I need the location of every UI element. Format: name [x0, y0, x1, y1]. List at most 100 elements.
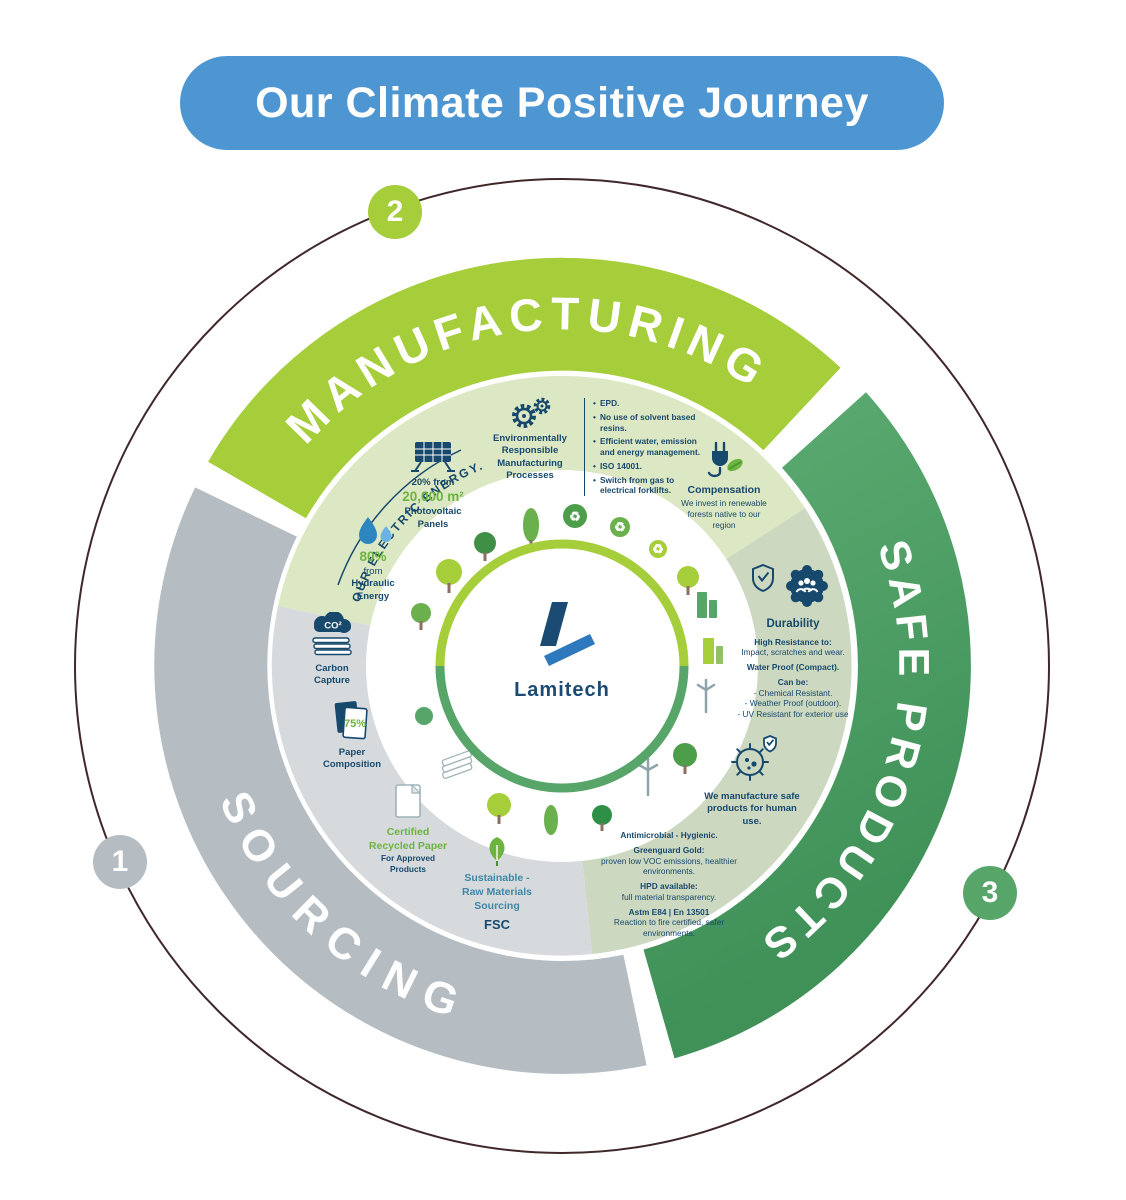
durability-line: Can be:	[777, 676, 809, 687]
manufacturing-arc	[208, 257, 841, 519]
paper-label-2: Composition	[322, 759, 382, 771]
durability-line: - Chemical Resistant.	[753, 687, 833, 698]
recycled-title-1: Certified	[386, 826, 430, 838]
cert-head: Astm E84 | En 13501	[628, 906, 710, 917]
recycled-sub-1: For Approved	[380, 853, 436, 864]
title-banner: Our Climate Positive Journey	[180, 56, 944, 150]
logo-plate	[450, 554, 674, 778]
hydro-caption-1: Hydraulic	[351, 578, 395, 590]
paper-75-icon: 75%	[334, 701, 368, 740]
lamitech-logo-mark	[540, 602, 595, 666]
solar-prefix: 20% from	[411, 477, 455, 488]
cert-body: full material transparency.	[621, 891, 717, 902]
compensation-body: We invest in renewable forests native to…	[681, 498, 767, 530]
compensation-block: Compensation We invest in renewable fore…	[669, 438, 779, 531]
durability-line: Water Proof (Compact).	[746, 662, 840, 673]
leaf-icon	[489, 837, 505, 866]
cert-head: HPD available:	[640, 881, 698, 892]
fsc-line-2: Raw Materials	[461, 886, 533, 899]
recycled-paper-block: Certified Recycled Paper For Approved Pr…	[346, 782, 470, 875]
wind-turbine-icon	[696, 678, 716, 714]
paper-label-1: Paper	[338, 747, 366, 758]
fsc-cert: FSC	[484, 916, 510, 932]
cert-head: Antimicrobial - Hygienic.	[620, 830, 718, 840]
fsc-sourcing-block: Sustainable - Raw Materials Sourcing FSC	[437, 834, 557, 932]
paper-pct: 75%	[344, 718, 366, 730]
buildings	[697, 592, 717, 618]
badge-sourcing: 1	[93, 835, 147, 889]
bullet-item: Switch from gas to electrical forklifts.	[593, 475, 702, 497]
recycled-page-icon	[395, 783, 422, 818]
manufacturing-processes-block: Environmentally Responsible Manufacturin…	[474, 396, 586, 482]
cert-item: HPD available: full material transparenc…	[594, 881, 744, 903]
manufacturing-bullets-block: EPD. No use of solvent based resins. Eff…	[584, 398, 702, 499]
bullet-item: Efficient water, emission and energy man…	[593, 436, 702, 458]
outer-guide-circle	[74, 178, 1050, 1154]
wind-turbine-icon	[637, 757, 659, 797]
cert-item: Greenguard Gold: proven low VOC emission…	[594, 845, 744, 877]
brand-name: Lamitech	[514, 679, 610, 701]
bullet-item: No use of solvent based resins.	[593, 412, 702, 434]
solar-value: 20,000 m²	[402, 489, 464, 505]
durability-line: Impact, scratches and wear.	[741, 647, 845, 658]
solar-panel-icon	[411, 442, 455, 472]
capture-layers-icon	[312, 637, 352, 656]
page-title: Our Climate Positive Journey	[255, 78, 869, 127]
water-drops-icon	[359, 517, 392, 544]
recycle-icon: ♻	[614, 520, 626, 535]
solar-caption-1: Photovoltaic	[404, 506, 462, 518]
sourcing-arc	[154, 487, 647, 1074]
badge-sourcing-number: 1	[111, 845, 129, 878]
cert-body: Reaction to fire certified, safer enviro…	[613, 917, 725, 939]
processes-line-4: Processes	[506, 470, 554, 482]
paper-composition-block: 75% Paper Composition	[300, 698, 404, 772]
durability-line: High Resistance to:	[754, 636, 832, 647]
cert-item: Astm E84 | En 13501 Reaction to fire cer…	[594, 907, 744, 939]
core-ring-top	[435, 539, 689, 667]
solar-energy-block: 20% from 20,000 m² Photovoltaic Panels	[373, 440, 493, 531]
compensation-title: Compensation	[687, 484, 761, 496]
fsc-line-1: Sustainable -	[464, 872, 530, 884]
badge-manufacturing: 2	[368, 185, 422, 239]
durability-line: - UV Resistant for exterior use	[737, 709, 849, 720]
core-ring-bottom	[435, 665, 689, 793]
certifications-block: Antimicrobial - Hygienic. Greenguard Gol…	[594, 830, 744, 943]
carbon-capture-block: CO² Carbon Capture	[282, 612, 382, 688]
co2-tag: CO²	[324, 621, 341, 632]
manufacturing-bullet-list: EPD. No use of solvent based resins. Eff…	[584, 398, 702, 497]
safe-products-human-block: We manufacture safe products for human u…	[687, 732, 817, 828]
cert-head: Greenguard Gold:	[633, 844, 705, 855]
safe-products-arc	[642, 392, 971, 1059]
hydro-caption-2: Energy	[356, 590, 390, 602]
recycle-icon: ♻	[569, 509, 581, 524]
durability-block: Durability High Resistance to: Impact, s…	[713, 556, 873, 720]
durability-line: - Weather Proof (outdoor).	[744, 698, 842, 709]
durability-badge-icon	[786, 565, 828, 607]
badge-safe-products-number: 3	[981, 876, 999, 909]
hydro-prefix: from	[363, 565, 383, 577]
eco-ring-illustration: ♻ ♻ ♻	[411, 504, 723, 835]
co2-cloud-icon: CO²	[312, 612, 352, 656]
germ-shield-icon	[731, 735, 777, 781]
plug-leaf-icon	[707, 441, 743, 478]
solar-caption-2: Panels	[417, 518, 449, 530]
fsc-line-3: Sourcing	[474, 900, 520, 913]
recycle-icon: ♻	[652, 542, 664, 557]
bullet-item: EPD.	[593, 398, 702, 409]
recycled-title-2: Recycled Paper	[368, 840, 448, 853]
gears-icon	[512, 397, 551, 428]
recycled-sub-2: Products	[390, 864, 426, 875]
badge-safe-products: 3	[963, 866, 1017, 920]
bullet-item: ISO 14001.	[593, 461, 702, 472]
human-safe-text: We manufacture safe products for human u…	[704, 791, 800, 827]
cert-item: Antimicrobial - Hygienic.	[594, 830, 744, 841]
processes-line-1: Environmentally	[493, 433, 567, 444]
hydro-energy-block: 80% from Hydraulic Energy	[318, 516, 428, 603]
durability-icons	[752, 563, 828, 607]
processes-line-2: Responsible	[501, 445, 559, 457]
badge-manufacturing-number: 2	[386, 195, 404, 228]
shield-check-icon	[752, 563, 774, 593]
hydro-value: 80%	[359, 549, 387, 564]
processes-line-3: Manufacturing	[497, 457, 563, 469]
